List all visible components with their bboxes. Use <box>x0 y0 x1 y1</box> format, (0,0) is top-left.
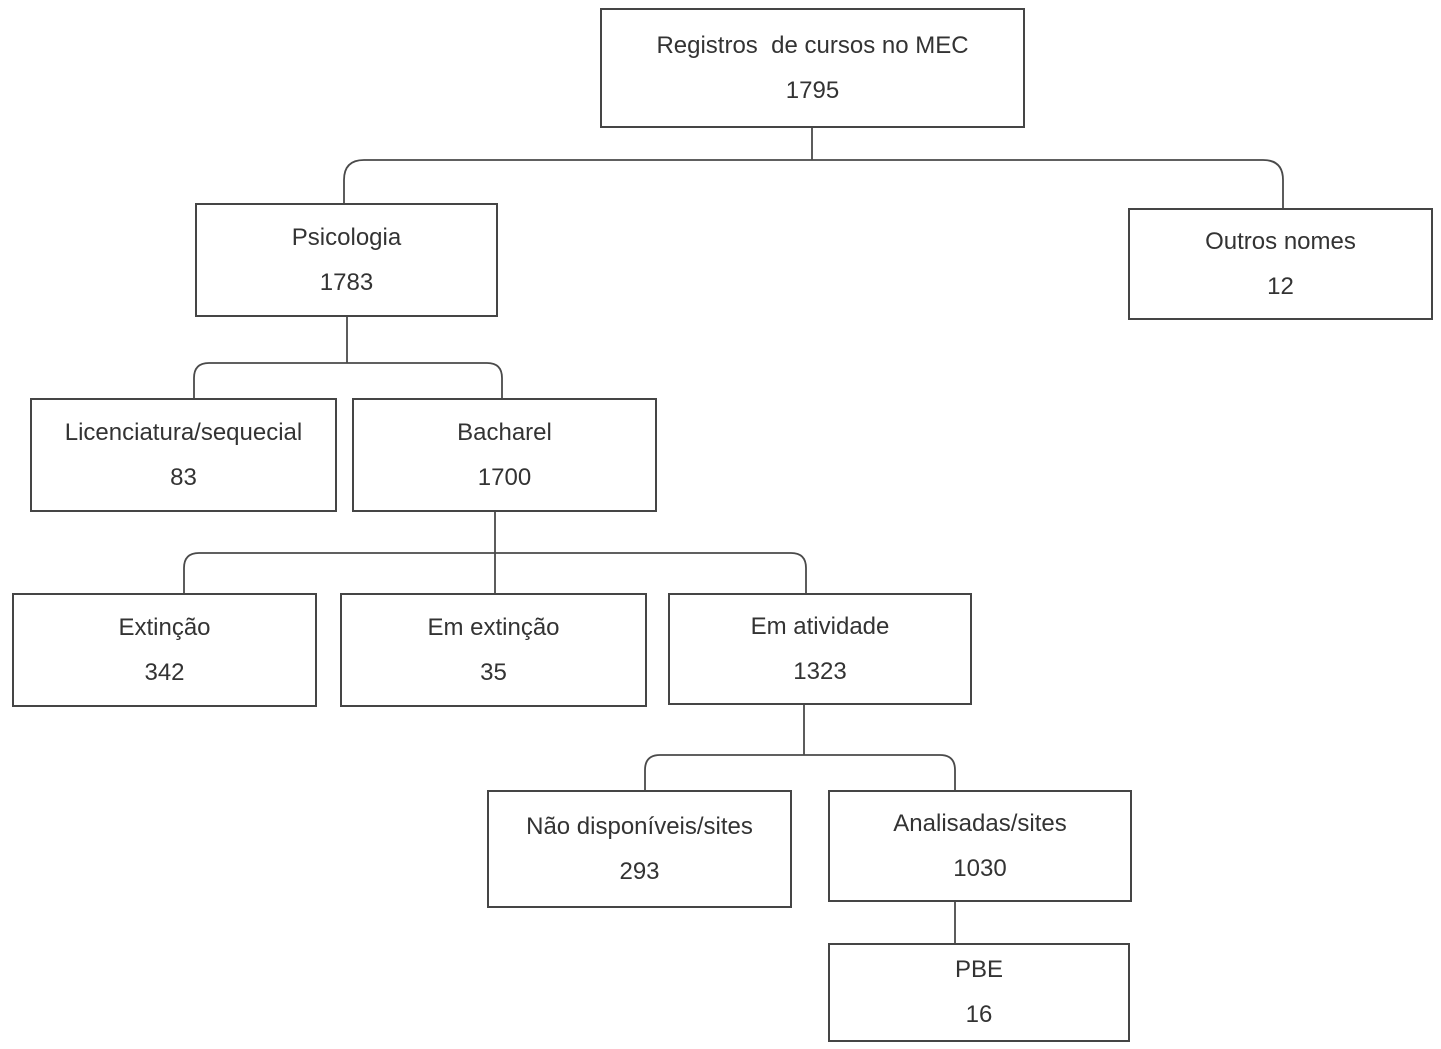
node-em-atividade-label: Em atividade <box>750 612 890 640</box>
node-em-atividade: Em atividade 1323 <box>668 593 972 705</box>
node-pbe-value: 16 <box>965 1001 993 1028</box>
node-licenciatura: Licenciatura/sequecial 83 <box>30 398 337 512</box>
connector-ematividade-rail <box>644 754 956 790</box>
node-em-atividade-value: 1323 <box>793 657 847 685</box>
node-psicologia-value: 1783 <box>319 268 374 296</box>
node-analisadas: Analisadas/sites 1030 <box>828 790 1132 902</box>
node-licenciatura-value: 83 <box>170 463 197 491</box>
connector-bacharel-rail <box>183 552 807 593</box>
node-em-extincao-label: Em extinção <box>427 613 560 641</box>
node-outros-nomes: Outros nomes 12 <box>1128 208 1433 320</box>
node-pbe-label: PBE <box>954 956 1004 983</box>
node-nao-disponiveis-value: 293 <box>619 857 660 885</box>
node-nao-disponiveis: Não disponíveis/sites 293 <box>487 790 792 908</box>
node-outros-nomes-label: Outros nomes <box>1205 227 1356 255</box>
node-em-extincao-value: 35 <box>480 658 507 686</box>
node-root-label: Registros de cursos no MEC <box>656 31 969 59</box>
node-nao-disponiveis-label: Não disponíveis/sites <box>526 812 753 840</box>
node-psicologia: Psicologia 1783 <box>195 203 498 317</box>
connector-psicologia-rail <box>193 362 503 398</box>
node-bacharel-label: Bacharel <box>457 418 552 446</box>
node-bacharel-value: 1700 <box>477 463 532 491</box>
node-bacharel: Bacharel 1700 <box>352 398 657 512</box>
node-extincao-value: 342 <box>144 658 185 686</box>
node-em-extincao: Em extinção 35 <box>340 593 647 707</box>
node-root: Registros de cursos no MEC 1795 <box>600 8 1025 128</box>
node-psicologia-label: Psicologia <box>291 223 402 251</box>
node-outros-nomes-value: 12 <box>1267 272 1294 300</box>
node-pbe: PBE 16 <box>828 943 1130 1042</box>
node-root-value: 1795 <box>785 76 840 104</box>
connector-root-rail <box>343 159 1284 208</box>
node-licenciatura-label: Licenciatura/sequecial <box>64 418 303 446</box>
node-extincao-label: Extinção <box>118 613 211 641</box>
node-analisadas-label: Analisadas/sites <box>893 809 1067 837</box>
node-extincao: Extinção 342 <box>12 593 317 707</box>
node-analisadas-value: 1030 <box>953 854 1007 882</box>
